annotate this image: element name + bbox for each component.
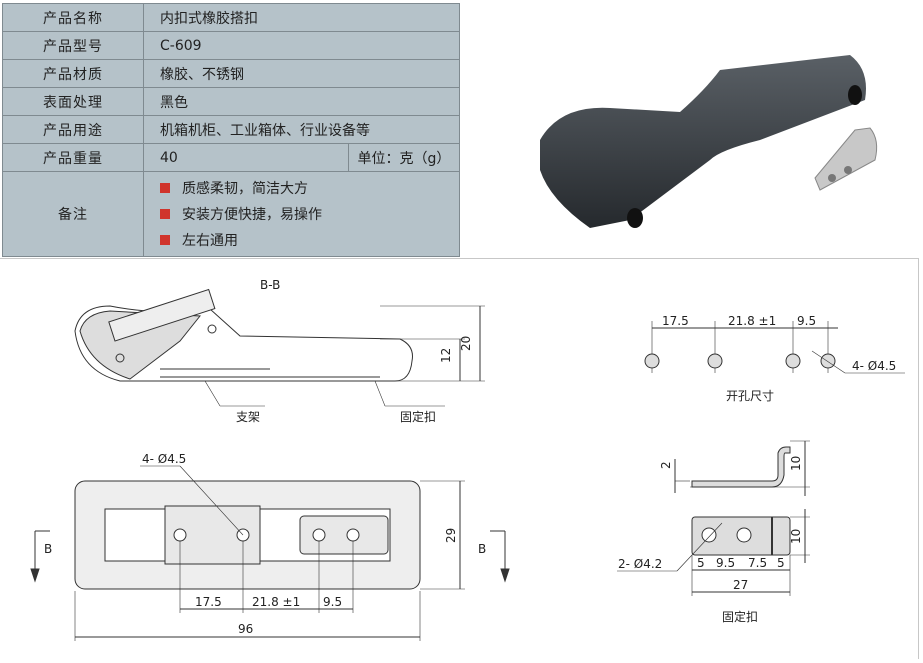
clip-dim-2: 2 [659, 461, 673, 469]
table-row: 产品名称内扣式橡胶搭扣 [2, 3, 460, 32]
dim-29: 29 [444, 528, 458, 543]
dim-9-5: 9.5 [323, 595, 342, 609]
spec-value: 机箱机柜、工业箱体、行业设备等 [143, 115, 460, 144]
dim-12: 12 [439, 348, 453, 363]
section-mark-left: B [44, 542, 52, 556]
section-mark-right: B [478, 542, 486, 556]
bullet-icon [160, 209, 170, 219]
table-row: 表面处理黑色 [2, 87, 460, 116]
technical-drawing-panel: B-B 20 12 支架 固定扣 4- Ø4.5 29 17.5 21.8 ±1… [0, 258, 919, 659]
hole-dim-21-8: 21.8 ±1 [728, 314, 776, 328]
note-item: 安装方便快捷，易操作 [160, 201, 459, 227]
clip-dim: 9.5 [716, 556, 735, 570]
clip-title: 固定扣 [722, 609, 758, 624]
dim-96: 96 [238, 622, 253, 636]
clip-dim: 7.5 [748, 556, 767, 570]
product-photo [540, 55, 878, 228]
note-text: 质感柔韧，简洁大方 [182, 181, 308, 197]
table-row: 产品用途机箱机柜、工业箱体、行业设备等 [2, 115, 460, 144]
section-title: B-B [260, 278, 280, 292]
spec-label: 产品型号 [2, 31, 144, 60]
spec-label: 产品名称 [2, 3, 144, 32]
dim-17-5: 17.5 [195, 595, 222, 609]
spec-label: 表面处理 [2, 87, 144, 116]
hole-dim-9-5: 9.5 [797, 314, 816, 328]
weight-unit: 单位：克（g） [348, 143, 460, 172]
hole-dim-17-5: 17.5 [662, 314, 689, 328]
technical-drawing: B-B 20 12 支架 固定扣 4- Ø4.5 29 17.5 21.8 ±1… [30, 278, 905, 641]
notes-list: 质感柔韧，简洁大方 安装方便快捷，易操作 左右通用 [143, 171, 460, 257]
clip-label: 固定扣 [400, 409, 436, 424]
bracket-label: 支架 [236, 410, 260, 424]
note-item: 左右通用 [160, 227, 459, 253]
clip-dim-10-front: 10 [789, 529, 803, 544]
spec-value: 橡胶、不锈钢 [143, 59, 460, 88]
holes-label: 4- Ø4.5 [142, 452, 186, 466]
note-item: 质感柔韧，简洁大方 [160, 175, 459, 201]
spec-label: 产品材质 [2, 59, 144, 88]
spec-value: 内扣式橡胶搭扣 [143, 3, 460, 32]
clip-width: 27 [733, 578, 748, 592]
hole-pattern-label: 4- Ø4.5 [852, 359, 896, 373]
bullet-icon [160, 183, 170, 193]
clip-holes-label: 2- Ø4.2 [618, 557, 662, 571]
note-text: 左右通用 [182, 233, 238, 249]
weight-value: 40 [143, 143, 349, 172]
clip-dim: 5 [697, 556, 705, 570]
notes-label: 备注 [2, 171, 144, 257]
clip-dim: 5 [777, 556, 785, 570]
clip-dim-10-side: 10 [789, 456, 803, 471]
spec-value: C-609 [143, 31, 460, 60]
hole-pattern-title: 开孔尺寸 [726, 389, 774, 403]
note-text: 安装方便快捷，易操作 [182, 207, 322, 223]
weight-label: 产品重量 [2, 143, 144, 172]
dim-20: 20 [459, 336, 473, 351]
table-row: 备注 质感柔韧，简洁大方 安装方便快捷，易操作 左右通用 [2, 171, 460, 257]
dim-21-8: 21.8 ±1 [252, 595, 300, 609]
spec-label: 产品用途 [2, 115, 144, 144]
bullet-icon [160, 235, 170, 245]
spec-value: 黑色 [143, 87, 460, 116]
table-row: 产品材质橡胶、不锈钢 [2, 59, 460, 88]
